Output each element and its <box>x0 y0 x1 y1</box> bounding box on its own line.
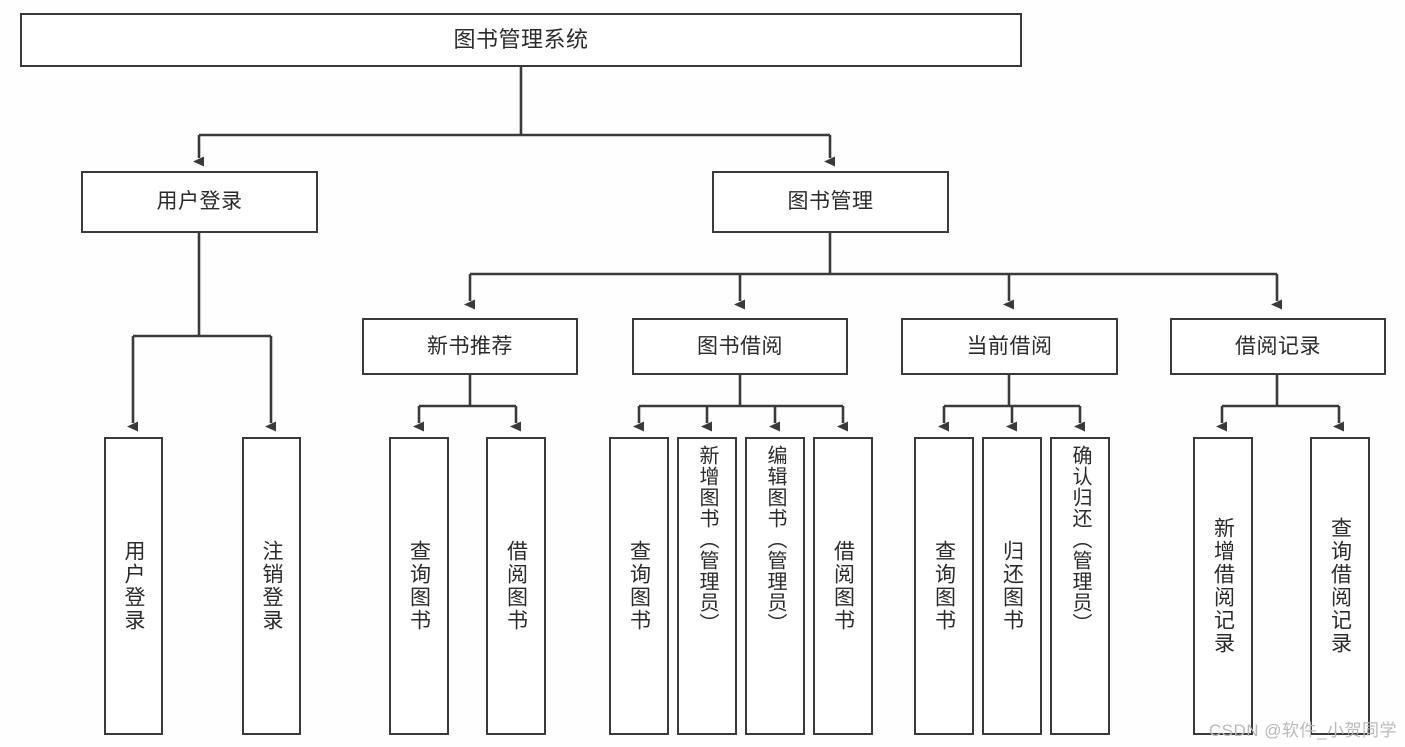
leaf-add-book[interactable]: 新增图书（管理员） <box>677 437 737 735</box>
node-label: 用户登录 <box>122 540 145 632</box>
node-label: 查询图书 <box>932 540 956 632</box>
leaf-borrow-book-rec[interactable]: 借阅图书 <box>486 437 546 735</box>
leaf-return-book[interactable]: 归还图书 <box>982 437 1042 735</box>
leaf-borrow-book-borrow[interactable]: 借阅图书 <box>813 437 873 735</box>
leaf-add-borrow-record[interactable]: 新增借阅记录 <box>1193 437 1253 735</box>
node-label: 新增图书（管理员） <box>696 445 718 634</box>
leaf-query-book-current[interactable]: 查询图书 <box>914 437 974 735</box>
node-user-login[interactable]: 用户登录 <box>81 171 318 233</box>
node-book-manage[interactable]: 图书管理 <box>712 171 949 233</box>
leaf-confirm-return[interactable]: 确认归还（管理员） <box>1050 437 1110 735</box>
node-label: 新书推荐 <box>427 334 513 358</box>
node-label: 借阅记录 <box>1235 334 1321 358</box>
leaf-query-borrow-record[interactable]: 查询借阅记录 <box>1310 437 1370 735</box>
leaf-query-book-rec[interactable]: 查询图书 <box>389 437 449 735</box>
node-label: 查询图书 <box>407 540 431 632</box>
node-label: 借阅图书 <box>504 540 528 632</box>
node-label: 图书管理 <box>787 190 874 214</box>
leaf-query-book-borrow[interactable]: 查询图书 <box>609 437 669 735</box>
csdn-watermark: CSDN @软件_小贺同学 <box>1208 721 1397 740</box>
node-label: 编辑图书（管理员） <box>764 445 786 634</box>
node-root-system[interactable]: 图书管理系统 <box>20 13 1022 67</box>
node-label: 图书管理系统 <box>453 26 589 52</box>
node-label: 查询图书 <box>627 540 651 632</box>
node-current-borrow[interactable]: 当前借阅 <box>901 318 1118 375</box>
node-label: 查询借阅记录 <box>1328 517 1352 655</box>
node-new-book-rec[interactable]: 新书推荐 <box>362 318 578 375</box>
node-label: 当前借阅 <box>966 334 1053 358</box>
node-borrow-record[interactable]: 借阅记录 <box>1170 318 1386 375</box>
node-label: 借阅图书 <box>831 540 855 632</box>
node-label: 归还图书 <box>1000 540 1024 632</box>
node-label: 新增借阅记录 <box>1211 517 1235 655</box>
node-label: 图书借阅 <box>697 334 783 358</box>
node-label: 注销登录 <box>260 540 283 632</box>
node-book-borrow[interactable]: 图书借阅 <box>632 318 848 375</box>
leaf-edit-book[interactable]: 编辑图书（管理员） <box>745 437 805 735</box>
node-label: 确认归还（管理员） <box>1069 445 1091 634</box>
leaf-logout-login[interactable]: 注销登录 <box>242 437 301 735</box>
node-label: 用户登录 <box>156 190 243 214</box>
leaf-user-login[interactable]: 用户登录 <box>104 437 163 735</box>
